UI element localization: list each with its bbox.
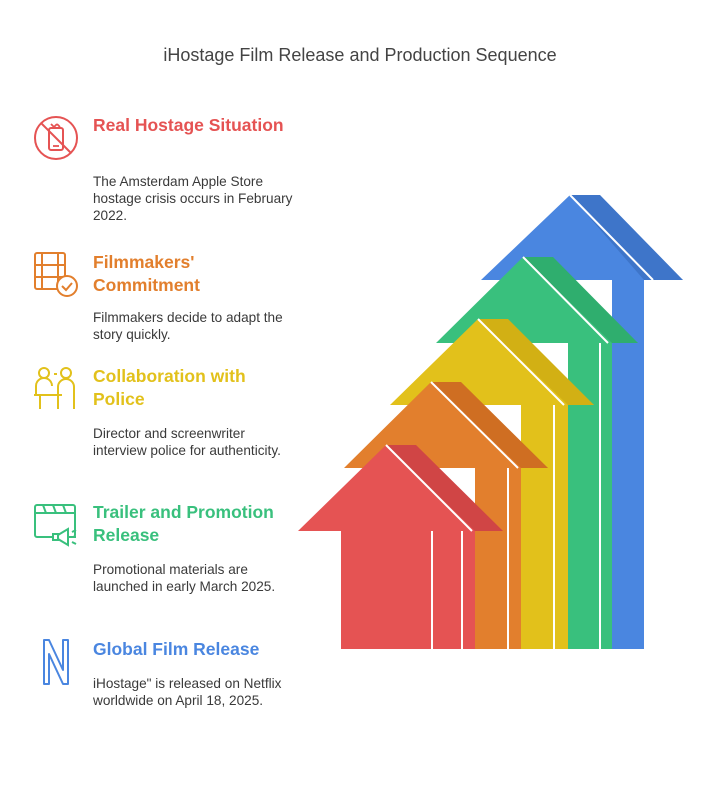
- step-heading: Filmmakers' Commitment: [93, 252, 200, 295]
- arrow-trailer-and-promotion: [436, 256, 638, 649]
- hostage-phone-icon: [34, 116, 78, 160]
- netflix-n-icon: [43, 639, 69, 685]
- step-description: iHostage" is released on Netflix worldwi…: [93, 676, 282, 708]
- people-collaboration-icon: [34, 367, 75, 409]
- film-check-icon: [34, 252, 78, 297]
- step-heading: Trailer and Promotion Release: [93, 502, 274, 545]
- arrow-global-film-release: [481, 194, 683, 649]
- step-heading: Collaboration with Police: [93, 366, 246, 409]
- step-heading: Real Hostage Situation: [93, 115, 284, 135]
- page-title: iHostage Film Release and Production Seq…: [163, 45, 557, 65]
- step-description: The Amsterdam Apple Store hostage crisis…: [93, 174, 293, 223]
- step-heading: Global Film Release: [93, 639, 260, 659]
- arrow-real-hostage-situation: [298, 444, 503, 649]
- step-description: Director and screenwriter interview poli…: [93, 426, 281, 458]
- step-description: Filmmakers decide to adapt the story qui…: [93, 310, 283, 342]
- clapper-megaphone-icon: [34, 504, 77, 547]
- step-description: Promotional materials are launched in ea…: [93, 562, 276, 594]
